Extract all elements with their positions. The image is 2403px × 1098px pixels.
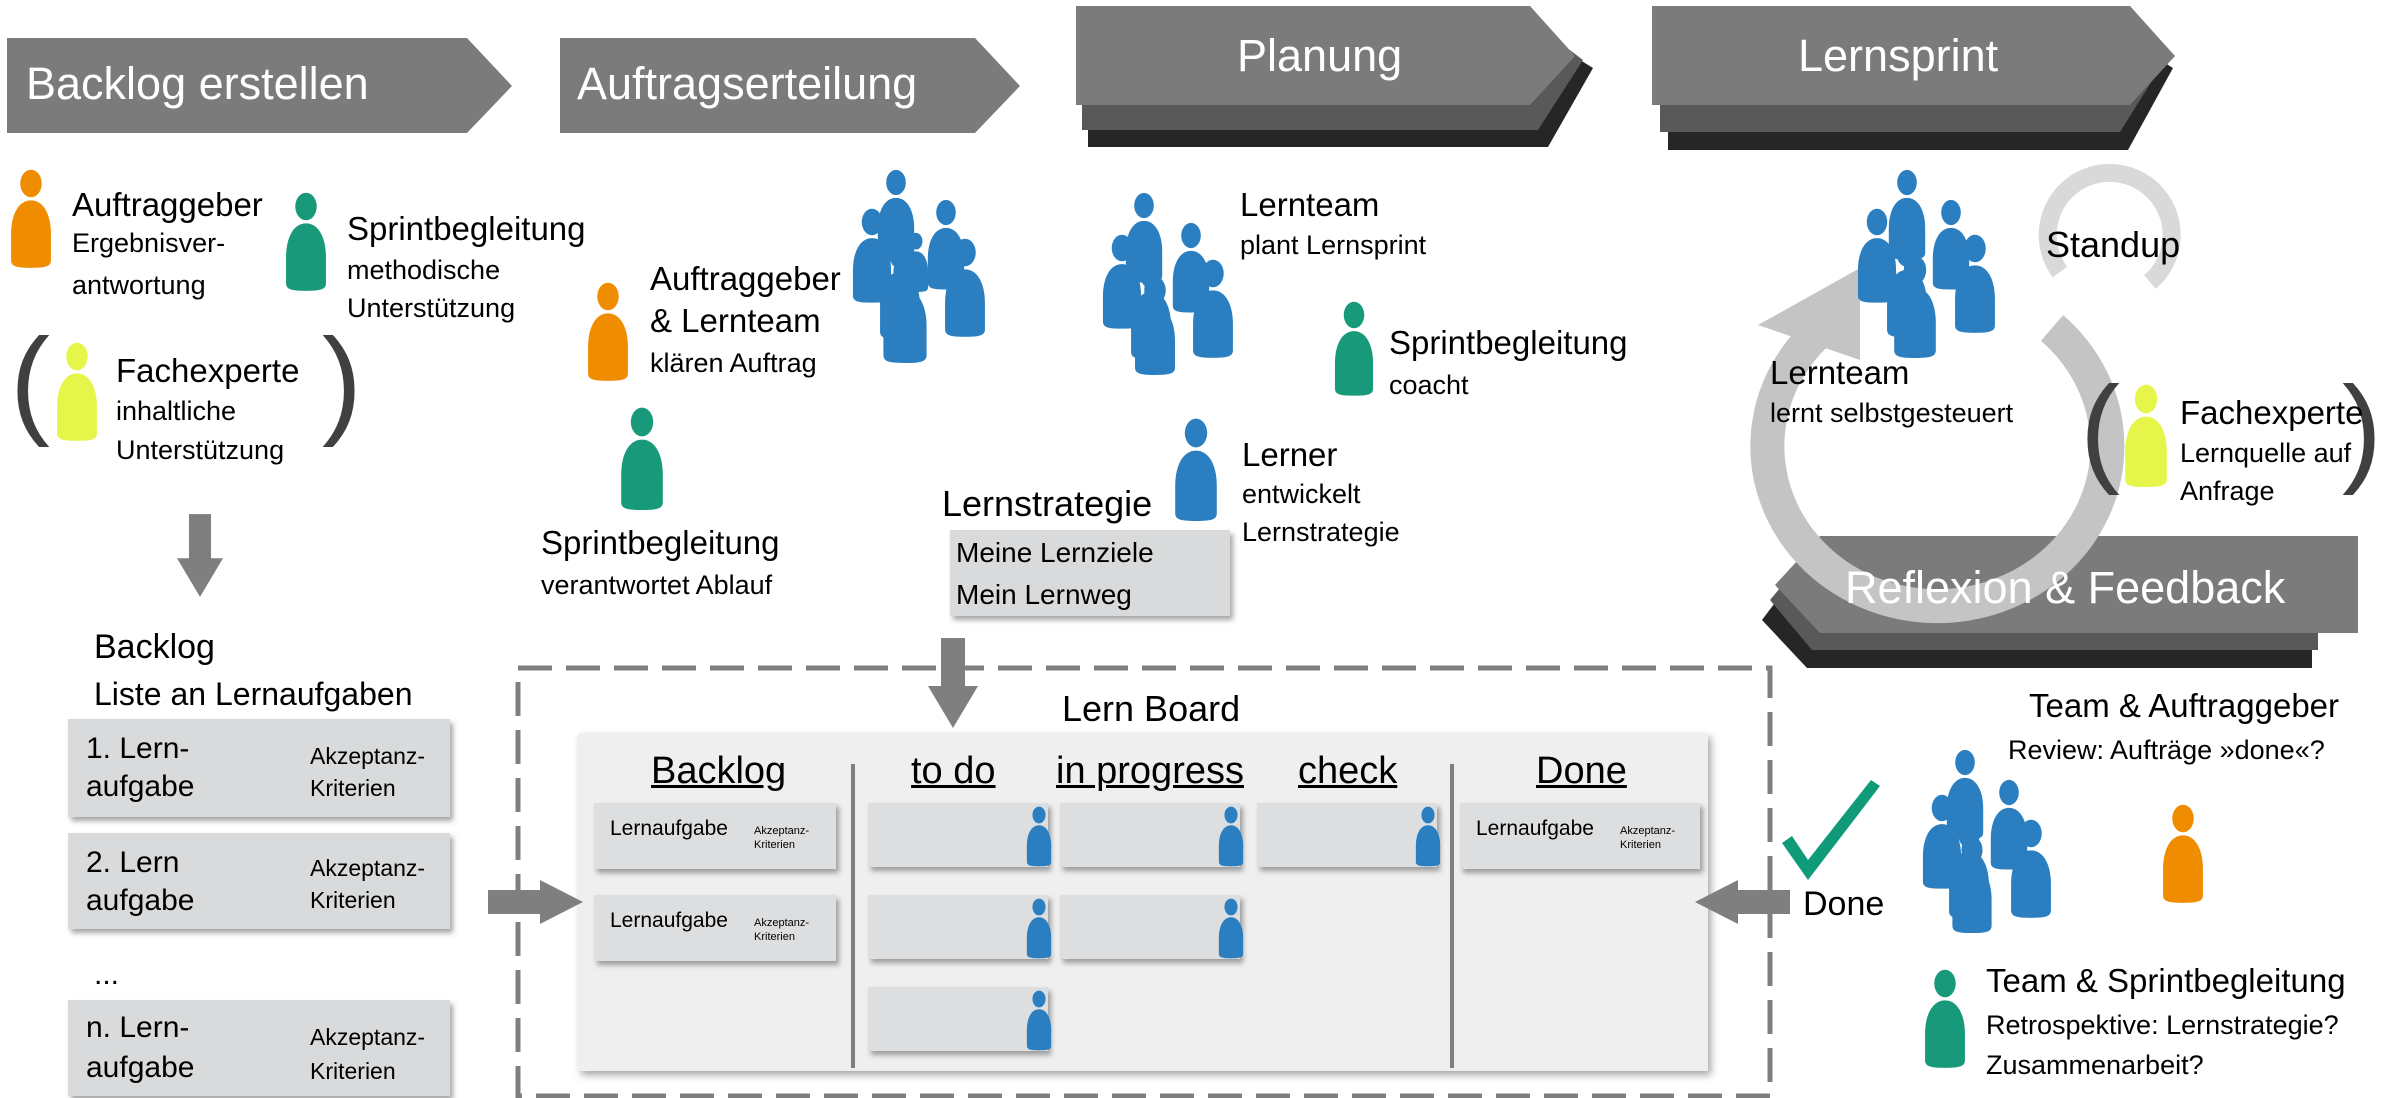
- lernteam-desc: lernt selbstgesteuert: [1770, 398, 2014, 428]
- down-arrow-icon: [928, 638, 978, 728]
- board-frame: [515, 665, 1773, 1098]
- down-arrow-icon: [177, 514, 223, 597]
- sprintbegleitung-desc: coacht: [1389, 370, 1469, 400]
- lernstrategie-title: Lernstrategie: [942, 483, 1153, 524]
- board-card: Lernaufgabe Akzeptanz-Kriterien: [1460, 803, 1700, 869]
- lernteam-title: Lernteam: [1770, 354, 1910, 391]
- assignee-person-icon: [1415, 806, 1441, 867]
- review-title: Team & Auftraggeber: [2029, 687, 2340, 724]
- retro-title: Team & Sprintbegleitung: [1986, 962, 2346, 999]
- fachexperte-desc-2: Unterstützung: [116, 435, 285, 465]
- board-card: [1060, 895, 1244, 959]
- fachexperte-title: Fachexperte: [116, 352, 300, 389]
- auftraggeber-person-icon: [11, 169, 51, 268]
- fachexperte-desc-1: Lernquelle auf: [2180, 438, 2352, 468]
- backlog-subtitle: Liste an Lernaufgaben: [94, 676, 413, 712]
- board-card: [1257, 803, 1441, 867]
- fachexperte-desc-1: inhaltliche: [116, 396, 237, 426]
- board-card: [868, 987, 1052, 1051]
- auftraggeber-desc-2: antwortung: [72, 270, 206, 300]
- fachexperte-title: Fachexperte: [2180, 394, 2364, 431]
- standup-label: Standup: [2046, 224, 2181, 265]
- fachexperte-person-icon: [2125, 384, 2167, 487]
- lernstrategie-card: Meine Lernziele Mein Lernweg: [950, 530, 1230, 616]
- board-card: Lernaufgabe Akzeptanz-Kriterien: [594, 895, 836, 961]
- sprintbegleitung-person-icon: [286, 192, 326, 291]
- ellipsis: ...: [94, 958, 120, 991]
- column-backlog: Backlog: [651, 750, 787, 792]
- sprintbegleitung-person-icon: [1334, 301, 1374, 396]
- assignee-person-icon: [1218, 806, 1244, 867]
- assignee-person-icon: [1026, 806, 1052, 867]
- fachexperte-person-icon: [57, 342, 97, 441]
- sprintbegleitung-title: Sprintbegleitung: [1389, 324, 1628, 361]
- review-team-group-icon: [1922, 749, 2051, 933]
- banner-backlog-erstellen-shape: [7, 38, 512, 133]
- sprintbegleitung-person-icon: [1925, 969, 1965, 1068]
- column-in-progress: in progress: [1056, 750, 1244, 792]
- done-label: Done: [1803, 885, 1885, 923]
- sprintbegleitung-desc: verantwortet Ablauf: [541, 570, 773, 600]
- board-card: [868, 895, 1052, 959]
- column-check: check: [1298, 750, 1398, 792]
- banner-backlog-erstellen: Backlog erstellen: [26, 58, 369, 109]
- sprintbegleitung-desc-1: methodische: [347, 255, 501, 285]
- lerner-person-icon: [1175, 418, 1217, 521]
- review-desc: Review: Aufträge »done«?: [2008, 735, 2325, 765]
- assignee-person-icon: [1026, 898, 1052, 959]
- banner-lernsprint-shape: [1652, 6, 2175, 150]
- lerner-desc-1: entwickelt: [1242, 479, 1361, 509]
- assignee-person-icon: [1026, 990, 1052, 1051]
- sprintbegleitung-title: Sprintbegleitung: [347, 210, 586, 247]
- auftraggeber-title: Auftraggeber: [72, 186, 263, 223]
- auftraggeber-lernteam-title-2: & Lernteam: [650, 302, 821, 339]
- retro-desc-2: Zusammenarbeit?: [1986, 1050, 2204, 1080]
- auftraggeber-lernteam-title-1: Auftraggeber: [650, 260, 841, 297]
- lernteam-group-icon: [1102, 192, 1233, 375]
- right-paren-icon: ): [2342, 362, 2382, 496]
- backlog-item: 1. Lern- aufgabe Akzeptanz- Kriterien: [68, 719, 450, 817]
- banner-auftragserteilung: Auftragserteilung: [577, 58, 918, 109]
- left-paren-icon: (: [2080, 362, 2120, 496]
- lernteam-group-icon: [1857, 169, 1995, 358]
- team-group-icon: [852, 169, 985, 363]
- sprintbegleitung-title: Sprintbegleitung: [541, 524, 780, 561]
- backlog-item: n. Lern- aufgabe Akzeptanz- Kriterien: [68, 1000, 450, 1096]
- assignee-person-icon: [1218, 898, 1244, 959]
- board-card: [1060, 803, 1244, 867]
- banner-reflexion-feedback: Reflexion & Feedback: [1845, 562, 2286, 613]
- auftraggeber-person-icon: [2163, 804, 2203, 903]
- lernteam-title: Lernteam: [1240, 186, 1380, 223]
- right-paren-icon: ): [322, 314, 362, 448]
- auftraggeber-lernteam-desc: klären Auftrag: [650, 348, 817, 378]
- lerner-title: Lerner: [1242, 436, 1338, 473]
- banner-lernsprint: Lernsprint: [1798, 30, 1999, 81]
- board-title: Lern Board: [1062, 688, 1241, 729]
- auftraggeber-person-icon: [588, 282, 628, 381]
- retro-desc-1: Retrospektive: Lernstrategie?: [1986, 1010, 2339, 1040]
- done-check-icon: [1782, 780, 1880, 880]
- banner-auftragserteilung-shape: [560, 38, 1020, 133]
- lernziele-label: Meine Lernziele: [956, 537, 1154, 568]
- lerner-desc-2: Lernstrategie: [1242, 517, 1400, 547]
- left-arrow-icon: [1695, 880, 1790, 924]
- right-arrow-icon: [488, 880, 583, 924]
- sprintbegleitung-person-icon: [621, 407, 663, 510]
- backlog-title: Backlog: [94, 628, 215, 666]
- column-todo: to do: [911, 750, 996, 792]
- lernweg-label: Mein Lernweg: [956, 579, 1132, 610]
- left-paren-icon: (: [10, 314, 50, 448]
- standup-cycle-icon: [1750, 163, 2181, 624]
- fachexperte-desc-2: Anfrage: [2180, 476, 2275, 506]
- banner-planung: Planung: [1237, 30, 1403, 81]
- banner-planung-shape: [1076, 6, 1593, 147]
- sprintbegleitung-desc-2: Unterstützung: [347, 293, 516, 323]
- board-card: Lernaufgabe Akzeptanz-Kriterien: [594, 803, 836, 869]
- auftraggeber-desc-1: Ergebnisver-: [72, 228, 226, 258]
- backlog-item: 2. Lern aufgabe Akzeptanz- Kriterien: [68, 833, 450, 929]
- board-card: [868, 803, 1052, 867]
- lernteam-desc: plant Lernsprint: [1240, 230, 1427, 260]
- column-done: Done: [1536, 750, 1627, 792]
